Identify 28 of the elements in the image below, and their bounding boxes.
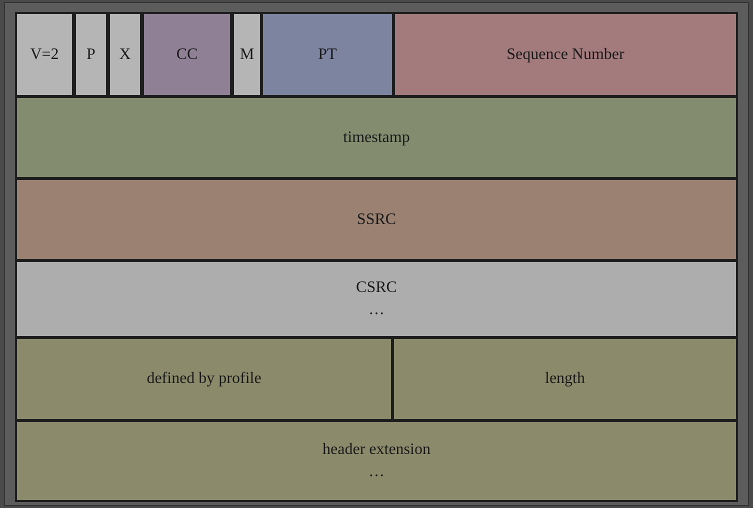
header-field-cell: [74, 12, 108, 97]
field-label: PT: [318, 44, 337, 65]
field-label: SSRC: [356, 210, 396, 230]
header-field-cell: [232, 12, 262, 97]
header-field-cell: [261, 12, 394, 97]
header-field-cell: [108, 12, 142, 97]
header-field-cell: [15, 337, 393, 421]
field-label: CC: [176, 44, 198, 65]
ellipsis-text: …: [368, 300, 384, 320]
field-label: M: [240, 44, 254, 65]
header-field-cell: [15, 260, 738, 338]
field-label: V=2: [30, 44, 59, 65]
header-field-cell: [392, 337, 738, 421]
field-label: P: [86, 44, 96, 65]
field-label: X: [119, 44, 131, 65]
field-label: header extension: [322, 440, 430, 460]
header-field-cell: [15, 178, 738, 261]
field-label: CSRC: [356, 278, 397, 298]
header-field-cell: [15, 96, 738, 179]
field-label: length: [545, 369, 585, 390]
ellipsis-text: …: [368, 462, 384, 482]
field-label: Sequence Number: [506, 44, 624, 65]
field-label: defined by profile: [146, 369, 262, 390]
header-field-cell: [393, 12, 738, 97]
header-field-cell: [142, 12, 232, 97]
header-field-cell: [15, 12, 74, 97]
field-label: timestamp: [343, 128, 410, 148]
header-field-cell: [15, 420, 738, 502]
